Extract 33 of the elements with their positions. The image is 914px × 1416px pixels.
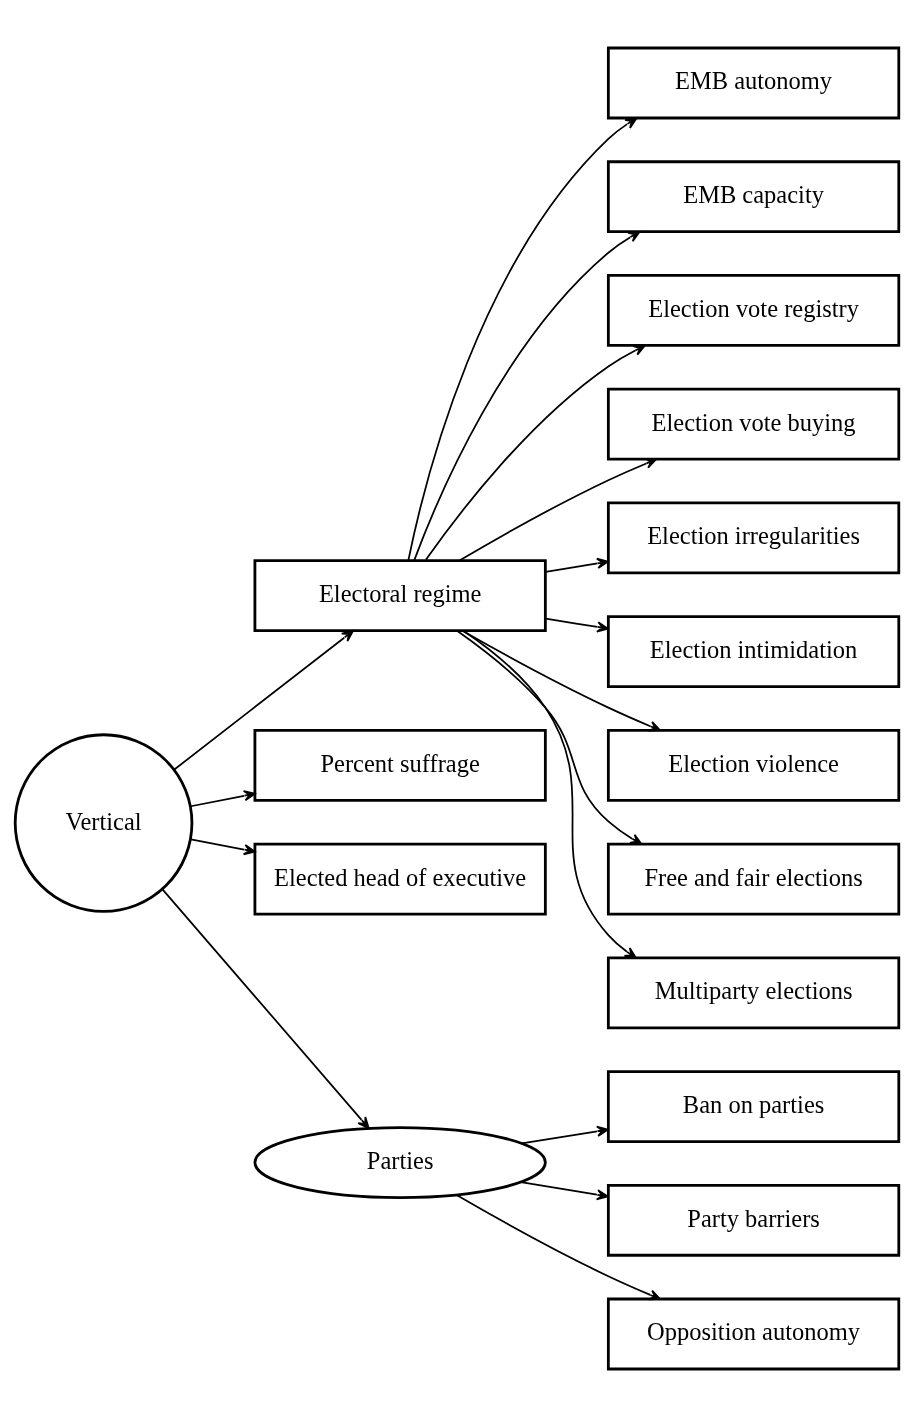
- arrow: [190, 838, 256, 855]
- node-box: Elected head of executive: [253, 842, 547, 915]
- node-box: Party barriers: [606, 1183, 901, 1257]
- arrow: [173, 629, 354, 771]
- arrow: [519, 1180, 609, 1200]
- node-box: Free and fair elections: [606, 842, 901, 915]
- arrow: [407, 116, 638, 561]
- arrow: [161, 888, 370, 1129]
- node-box: Electoral regime: [253, 558, 547, 632]
- node-box: Election vote buying: [606, 387, 901, 461]
- node-box: Ban on parties: [606, 1069, 901, 1143]
- arrow: [456, 629, 643, 845]
- node-box: Election intimidation: [606, 614, 901, 688]
- arrow: [461, 629, 661, 731]
- node-circle: Vertical: [13, 732, 194, 913]
- node-box: Percent suffrage: [253, 728, 547, 802]
- node-box: EMB autonomy: [606, 46, 901, 119]
- node-ellipse: Parties: [253, 1125, 547, 1199]
- node-box: Election vote registry: [606, 273, 901, 347]
- node-box: Election violence: [606, 728, 901, 802]
- node-box: EMB capacity: [606, 159, 901, 233]
- arrow: [425, 344, 646, 561]
- node-box: Election irregularities: [606, 501, 901, 574]
- arrow: [190, 789, 256, 807]
- arrow: [456, 1193, 661, 1300]
- arrow: [458, 457, 657, 561]
- node-box: Opposition autonomy: [606, 1297, 901, 1370]
- node-box: Multiparty elections: [606, 955, 901, 1029]
- arrow: [544, 557, 609, 573]
- arrow: [462, 629, 637, 959]
- arrow: [520, 1125, 609, 1144]
- arrow: [544, 617, 609, 632]
- arrow: [413, 230, 641, 561]
